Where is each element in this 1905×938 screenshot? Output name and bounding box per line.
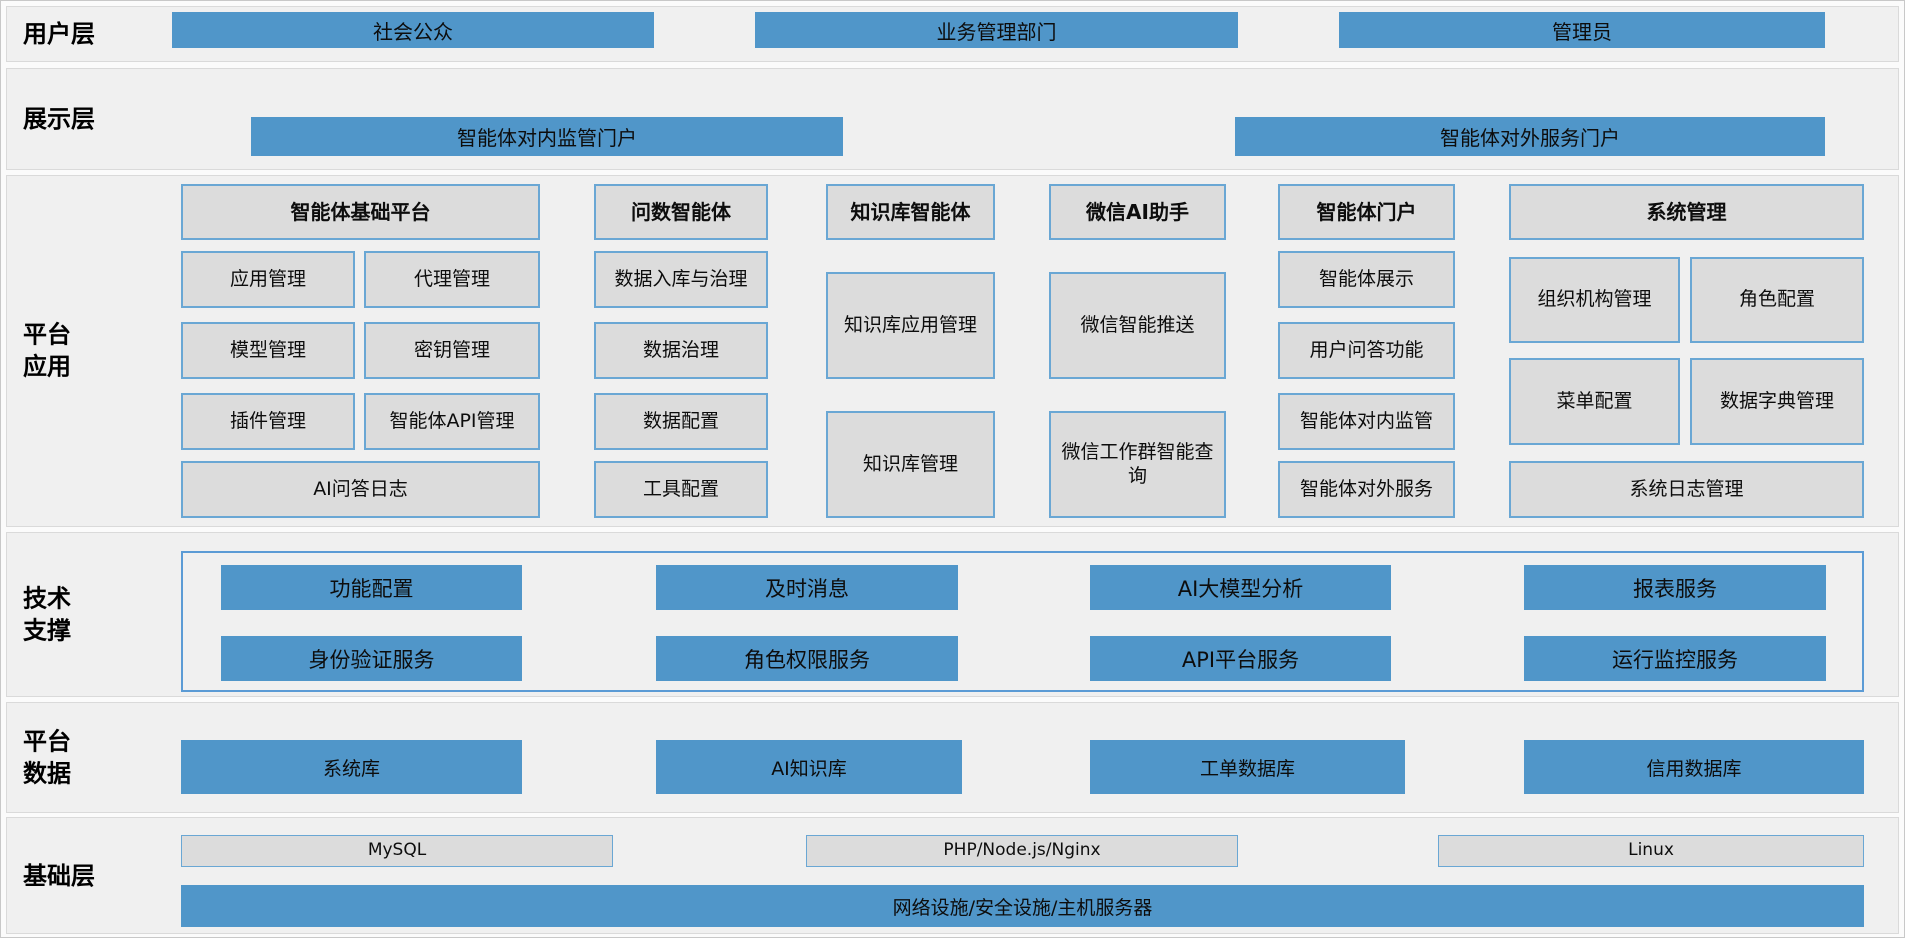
cell-role-config: 角色配置: [1690, 257, 1864, 343]
box-admin: 管理员: [1339, 12, 1825, 48]
cell-kb-mgmt: 知识库管理: [826, 411, 995, 518]
cell-user-qa-feature: 用户问答功能: [1278, 322, 1455, 379]
box-api-platform-service: API平台服务: [1090, 636, 1391, 681]
cell-app-mgmt: 应用管理: [181, 251, 355, 308]
platform-app-label: 平台应用: [23, 320, 71, 381]
cell-wechat-smart-push: 微信智能推送: [1049, 272, 1226, 379]
box-report-service: 报表服务: [1524, 565, 1826, 610]
display-layer-band: 展示层 智能体对内监管门户 智能体对外服务门户: [6, 68, 1899, 170]
box-external-portal: 智能体对外服务门户: [1235, 117, 1825, 156]
display-layer-label: 展示层: [23, 104, 95, 133]
col-header-wechat-ai: 微信AI助手: [1049, 184, 1226, 240]
infra-layer-label: 基础层: [23, 861, 95, 890]
cell-tool-config: 工具配置: [594, 461, 768, 518]
box-role-permission-service: 角色权限服务: [656, 636, 958, 681]
tech-support-label: 技术支撑: [23, 584, 71, 645]
col-header-agent-portal: 智能体门户: [1278, 184, 1455, 240]
col-header-knowledge-agent: 知识库智能体: [826, 184, 995, 240]
box-internal-portal: 智能体对内监管门户: [251, 117, 843, 156]
cell-data-dict-mgmt: 数据字典管理: [1690, 358, 1864, 445]
platform-app-band: 平台应用 智能体基础平台 问数智能体 知识库智能体 微信AI助手 智能体门户 系…: [6, 175, 1899, 527]
cell-agent-showcase: 智能体展示: [1278, 251, 1455, 308]
platform-data-label: 平台数据: [23, 727, 71, 788]
cell-menu-config: 菜单配置: [1509, 358, 1680, 445]
cell-agent-api-mgmt: 智能体API管理: [364, 393, 540, 450]
cell-plugin-mgmt: 插件管理: [181, 393, 355, 450]
cell-org-mgmt: 组织机构管理: [1509, 257, 1680, 343]
tech-support-frame: [181, 551, 1864, 692]
cell-data-ingest-govern: 数据入库与治理: [594, 251, 768, 308]
box-business-dept: 业务管理部门: [755, 12, 1238, 48]
box-ai-knowledge-db: AI知识库: [656, 740, 962, 794]
box-system-db: 系统库: [181, 740, 522, 794]
box-social-public: 社会公众: [172, 12, 654, 48]
cell-model-mgmt: 模型管理: [181, 322, 355, 379]
col-header-data-query-agent: 问数智能体: [594, 184, 768, 240]
cell-php-node-nginx: PHP/Node.js/Nginx: [806, 835, 1238, 867]
col-header-agent-base-platform: 智能体基础平台: [181, 184, 540, 240]
cell-mysql: MySQL: [181, 835, 613, 867]
box-instant-message: 及时消息: [656, 565, 958, 610]
box-identity-verify-service: 身份验证服务: [221, 636, 522, 681]
cell-kb-app-mgmt: 知识库应用管理: [826, 272, 995, 379]
cell-key-mgmt: 密钥管理: [364, 322, 540, 379]
box-ai-llm-analysis: AI大模型分析: [1090, 565, 1391, 610]
platform-data-band: 平台数据 系统库 AI知识库 工单数据库 信用数据库: [6, 702, 1899, 813]
cell-ai-qa-log: AI问答日志: [181, 461, 540, 518]
user-layer-band: 用户层 社会公众 业务管理部门 管理员: [6, 6, 1899, 62]
box-monitor-service: 运行监控服务: [1524, 636, 1826, 681]
infra-layer-band: 基础层 MySQL PHP/Node.js/Nginx Linux 网络设施/安…: [6, 817, 1899, 934]
box-credit-db: 信用数据库: [1524, 740, 1864, 794]
cell-agent-mgmt: 代理管理: [364, 251, 540, 308]
user-layer-label: 用户层: [23, 19, 95, 48]
cell-agent-external-service: 智能体对外服务: [1278, 461, 1455, 518]
cell-data-config: 数据配置: [594, 393, 768, 450]
box-feature-config: 功能配置: [221, 565, 522, 610]
box-ticket-db: 工单数据库: [1090, 740, 1405, 794]
cell-linux: Linux: [1438, 835, 1864, 867]
cell-wechat-group-query: 微信工作群智能查询: [1049, 411, 1226, 518]
box-network-security-host: 网络设施/安全设施/主机服务器: [181, 885, 1864, 927]
cell-data-govern: 数据治理: [594, 322, 768, 379]
cell-system-log-mgmt: 系统日志管理: [1509, 461, 1864, 518]
col-header-system-mgmt: 系统管理: [1509, 184, 1864, 240]
tech-support-band: 技术支撑 功能配置 及时消息 AI大模型分析 报表服务 身份验证服务 角色权限服…: [6, 532, 1899, 697]
cell-agent-internal-supervise: 智能体对内监管: [1278, 393, 1455, 450]
